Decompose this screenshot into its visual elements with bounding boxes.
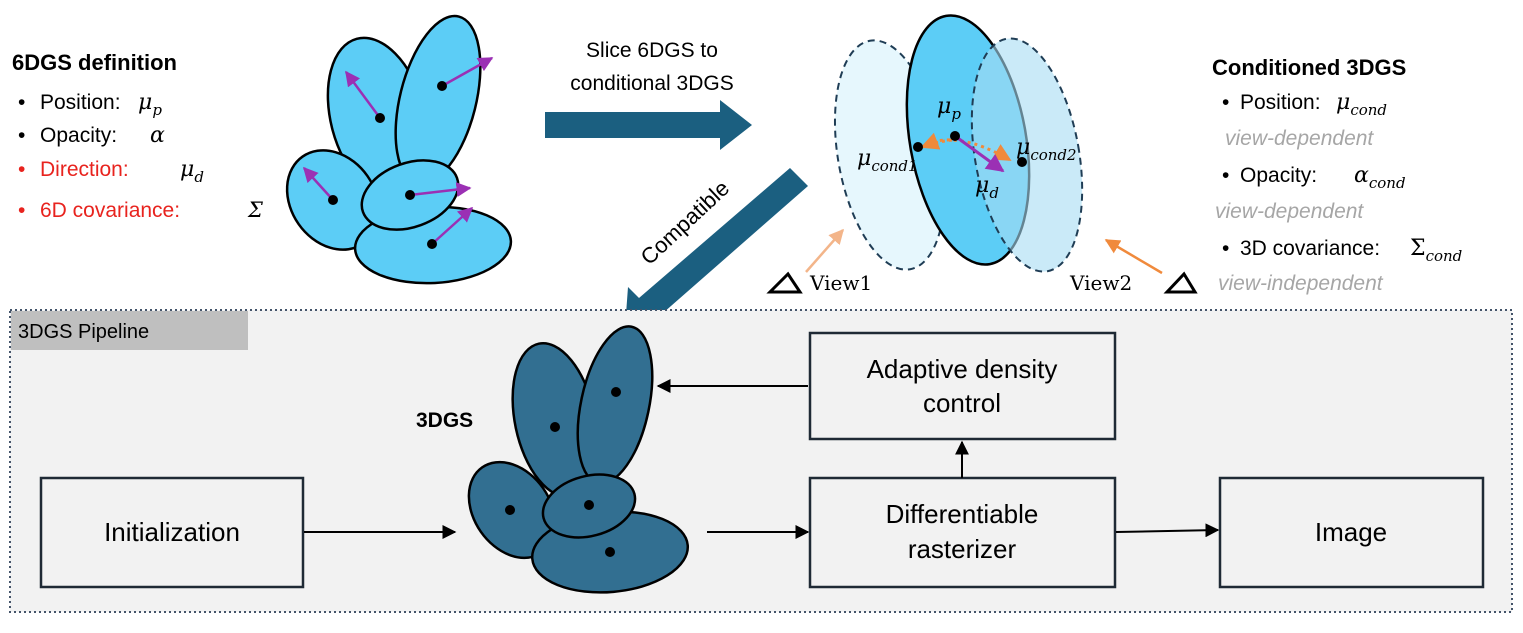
def-item-covariance: • 6D covariance: Σ <box>18 198 263 222</box>
def-item-position: • Position: μp <box>18 90 162 119</box>
view2-ellipse <box>970 37 1084 273</box>
mu-cond2-label: μcond2 <box>1016 135 1077 164</box>
gaussian-6d-directions <box>302 56 494 245</box>
slice-arrow <box>545 100 752 150</box>
mu-p-label: μp <box>937 94 961 123</box>
cond-item-position: • Position: μcond view-dependent <box>1222 90 1387 150</box>
def-item-covariance-label: 6D covariance: <box>40 199 180 222</box>
svg-text:•: • <box>18 91 25 114</box>
cond-item-opacity: • Opacity: αcond view-dependent <box>1215 163 1406 223</box>
svg-text:αcond: αcond <box>1354 163 1406 192</box>
svg-text:•: • <box>1222 237 1229 260</box>
adc-line1: Adaptive density <box>867 354 1058 384</box>
svg-text:•: • <box>18 124 25 147</box>
svg-text:μd: μd <box>180 157 204 186</box>
def-item-position-label: Position: <box>40 91 121 114</box>
cond-item-position-label: Position: <box>1240 91 1321 114</box>
mu-d-symbol: μ <box>975 173 989 198</box>
cond-item-covariance: • 3D covariance: Σcond view-independent <box>1218 236 1462 295</box>
def-item-position-symbol: μ <box>138 90 152 115</box>
slice-text-line2: conditional 3DGS <box>570 72 733 95</box>
init-box <box>39 476 305 589</box>
gaussians-3dgs <box>467 325 690 594</box>
cond-item-opacity-note: view-dependent <box>1215 200 1364 223</box>
cond-trajectory-back <box>920 132 953 150</box>
mu-cond1-symbol: μ <box>857 146 871 171</box>
arrow-diff-to-image <box>1115 523 1220 538</box>
image-box <box>1218 476 1485 589</box>
view2-arrow <box>1104 238 1163 275</box>
def-item-covariance-symbol: Σ <box>247 198 263 222</box>
mu-cond2-symbol: μ <box>1016 135 1030 160</box>
def-item-direction: • Direction: μd <box>18 157 204 186</box>
gs3-label: 3DGS <box>416 409 473 432</box>
view1-arrow <box>805 228 844 273</box>
cond-item-covariance-symbol: Σ <box>1410 236 1426 261</box>
cond-item-opacity-symbol: α <box>1354 163 1369 188</box>
view2-label: View2 <box>1069 271 1132 295</box>
slice-text-line1: Slice 6DGS to <box>586 39 718 62</box>
svg-text:•: • <box>18 158 25 181</box>
pipeline-label: 3DGS Pipeline <box>18 321 149 343</box>
def-item-direction-sub: d <box>194 168 204 186</box>
pipeline-label-bg <box>11 311 248 350</box>
svg-text:•: • <box>1222 91 1229 114</box>
mu-d-arrow <box>954 134 1005 173</box>
cond-item-position-sub: cond <box>1350 101 1387 119</box>
def-item-direction-label: Direction: <box>40 158 129 181</box>
def-item-direction-symbol: μ <box>180 157 194 182</box>
pipeline-panel <box>9 309 1513 613</box>
gaussians-6dgs <box>285 14 513 285</box>
svg-text:μp: μp <box>138 90 162 119</box>
def-item-opacity-symbol: α <box>150 123 165 148</box>
svg-text:Σcond: Σcond <box>1410 236 1462 265</box>
view2-eye-icon <box>1163 271 1198 294</box>
cond-item-position-symbol: μ <box>1336 90 1350 115</box>
def-item-opacity: • Opacity: α <box>18 123 165 148</box>
def-item-opacity-label: Opacity: <box>40 124 117 147</box>
conditional-gaussians <box>833 14 1084 273</box>
def-title: 6DGS definition <box>12 50 177 75</box>
adc-line2: control <box>923 388 1001 418</box>
mu-cond1-label: μcond1 <box>857 146 918 175</box>
compatible-arrow <box>625 168 808 331</box>
mu-p-symbol: μ <box>937 94 951 119</box>
cond-item-opacity-label: Opacity: <box>1240 164 1317 187</box>
view1-label: View1 <box>809 271 872 295</box>
cond-item-covariance-note: view-independent <box>1218 272 1384 295</box>
cond-item-position-note: view-dependent <box>1225 127 1374 150</box>
def-item-position-sub: p <box>152 101 162 119</box>
gaussian-6d-centers <box>328 81 447 249</box>
diff-line1: Differentiable <box>886 499 1039 529</box>
cond-item-covariance-label: 3D covariance: <box>1240 237 1380 260</box>
svg-text:•: • <box>1222 164 1229 187</box>
mu-cond2-sub: cond2 <box>1030 146 1076 164</box>
mu-p-sub: p <box>951 105 961 123</box>
diff-line2: rasterizer <box>908 534 1017 564</box>
mu-d-label: μd <box>975 173 999 202</box>
cond-item-covariance-sub: cond <box>1426 247 1463 265</box>
mu-cond1-sub: cond1 <box>871 157 917 175</box>
adc-box <box>808 331 1117 441</box>
init-label: Initialization <box>104 517 240 547</box>
svg-text:•: • <box>18 199 25 222</box>
cond-points <box>913 131 1027 167</box>
svg-text:μcond: μcond <box>1336 90 1387 119</box>
cond-title: Conditioned 3DGS <box>1212 55 1406 80</box>
image-label: Image <box>1315 517 1387 547</box>
cond-item-opacity-sub: cond <box>1369 174 1406 192</box>
view1-eye-icon <box>766 271 803 294</box>
mu-d-sub: d <box>989 184 999 202</box>
gaussian-3d-centers <box>505 387 621 557</box>
